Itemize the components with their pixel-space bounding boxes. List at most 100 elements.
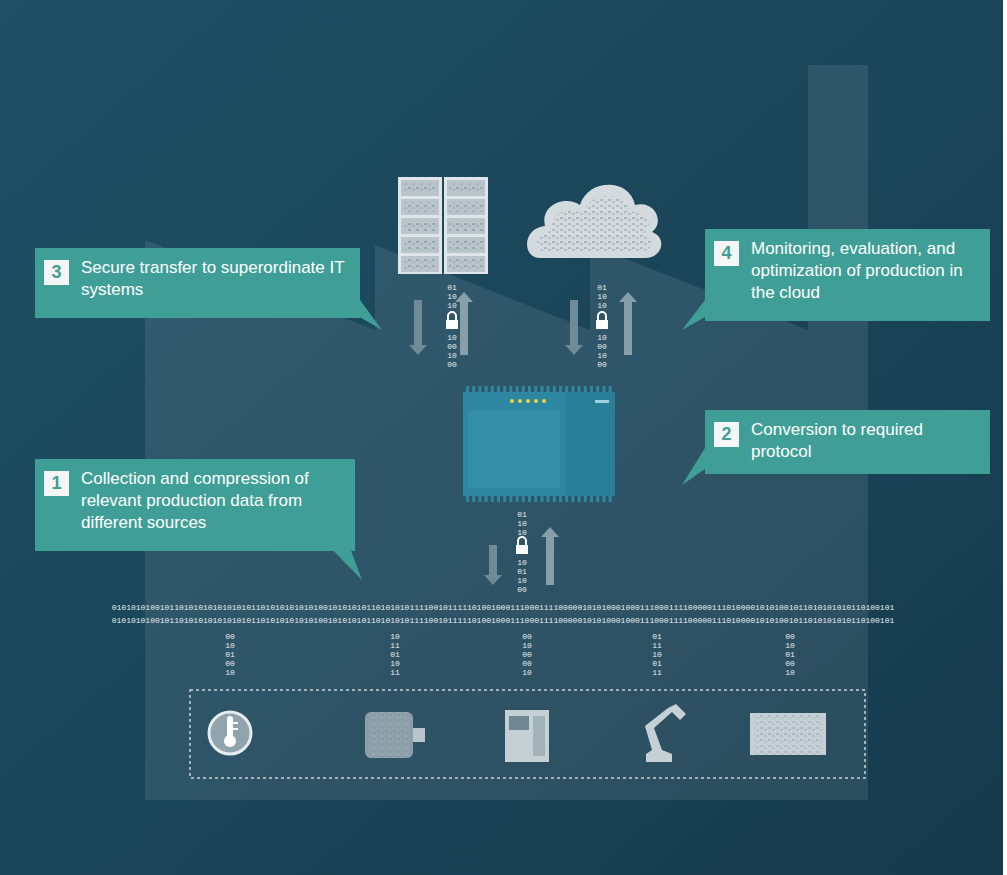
illustration-part — [609, 496, 612, 502]
illustration-part — [491, 386, 494, 392]
illustration-part — [578, 386, 581, 392]
illustration-part — [497, 496, 500, 502]
illustration-part — [478, 386, 481, 392]
illustration-part — [547, 386, 550, 392]
illustration-part — [510, 399, 546, 403]
illustration-part — [227, 716, 233, 738]
illustration-part — [537, 196, 651, 252]
bit-column: 10 11 01 10 11 — [390, 632, 400, 677]
illustration-part — [505, 710, 549, 762]
illustration-part — [516, 545, 528, 554]
illustration-part — [497, 386, 500, 392]
illustration-part — [584, 496, 587, 502]
illustration-part — [401, 256, 439, 272]
illustration-part — [596, 320, 608, 329]
illustration-part — [590, 386, 593, 392]
illustration-part — [1003, 0, 1007, 875]
illustration-part — [447, 237, 485, 253]
illustration-part — [209, 712, 251, 754]
bit-column: 10 01 10 00 — [517, 558, 527, 594]
illustration-part — [448, 312, 456, 320]
illustration-part — [409, 292, 637, 585]
illustration-part — [447, 180, 485, 196]
illustration-part — [472, 386, 475, 392]
bit-column: 00 10 01 00 10 — [225, 632, 235, 677]
bit-column: 01 10 10 — [597, 283, 607, 310]
illustration-part — [233, 722, 238, 724]
illustration-part — [518, 537, 526, 545]
illustration-part — [596, 386, 599, 392]
illustration-part — [449, 183, 483, 193]
illustration-part — [553, 386, 556, 392]
illustration-part — [750, 713, 826, 755]
illustration-part — [401, 180, 439, 196]
illustration-part — [522, 496, 525, 502]
callout-box: 2 Conversion to required protocol — [705, 410, 990, 474]
illustration-part — [534, 386, 537, 392]
illustration-part — [509, 496, 512, 502]
illustration-part — [565, 386, 568, 392]
illustration-part — [463, 392, 615, 496]
illustration-part — [447, 256, 485, 272]
illustration-part — [478, 496, 481, 502]
bit-column: 01 10 10 — [447, 283, 457, 310]
callout-number: 1 — [44, 471, 69, 496]
illustration-part — [468, 410, 560, 488]
illustration-part — [596, 496, 599, 502]
bit-stream: 0101010100101101010101010101011010101010… — [112, 603, 895, 612]
illustration-part — [528, 496, 531, 502]
illustration-part — [413, 728, 425, 742]
illustration-part — [754, 713, 822, 755]
illustration-part — [398, 177, 442, 274]
illustration-part — [466, 386, 469, 392]
illustration-part — [449, 221, 483, 231]
illustration-part — [463, 386, 615, 502]
illustration-part — [598, 312, 606, 320]
illustration-part — [547, 496, 550, 502]
illustration-part — [401, 218, 439, 234]
bit-column: 00 10 01 00 10 — [785, 632, 795, 677]
illustration-part — [540, 386, 543, 392]
callout-text: Collection and compression of relevant p… — [81, 468, 343, 534]
illustration-part — [466, 496, 469, 502]
illustration-part — [559, 496, 562, 502]
illustration-part — [485, 386, 488, 392]
callout-number: 2 — [714, 422, 739, 447]
illustration-part — [602, 496, 605, 502]
illustration-part — [190, 690, 865, 778]
illustration-part — [522, 386, 525, 392]
illustration-part — [553, 496, 556, 502]
illustration-part — [571, 386, 574, 392]
illustration-part — [403, 240, 437, 250]
bit-column: 00 10 00 00 10 — [522, 632, 532, 677]
illustration-part — [602, 386, 605, 392]
illustration-part — [509, 716, 529, 730]
illustration-part — [540, 496, 543, 502]
illustration-part — [584, 386, 587, 392]
illustration-part — [565, 496, 568, 502]
callout-text: Monitoring, evaluation, and optimization… — [751, 238, 978, 304]
illustration-part — [447, 199, 485, 215]
illustration-part — [398, 177, 488, 274]
bit-column: 10 00 10 00 — [597, 333, 607, 369]
illustration-part — [526, 399, 530, 403]
illustration-part — [466, 386, 612, 502]
illustration-part — [559, 386, 562, 392]
callout-text: Conversion to required protocol — [751, 419, 978, 463]
bit-column: 01 10 10 — [517, 510, 527, 537]
illustration-part — [619, 292, 637, 355]
illustration-part — [409, 300, 427, 355]
illustration-part — [534, 399, 538, 403]
illustration-part — [485, 496, 488, 502]
illustration-part — [449, 240, 483, 250]
illustration-part — [516, 496, 519, 502]
bit-stream: 0101010100101101010101010101011010101010… — [112, 616, 895, 625]
illustration-part — [565, 392, 615, 496]
illustration-part — [472, 496, 475, 502]
illustration-part — [491, 496, 494, 502]
illustration-part — [365, 712, 413, 758]
illustration-part — [503, 386, 506, 392]
callout-box: 3Secure transfer to superordinate IT sys… — [35, 248, 360, 318]
callout-box: 4Monitoring, evaluation, and optimizatio… — [705, 229, 990, 321]
